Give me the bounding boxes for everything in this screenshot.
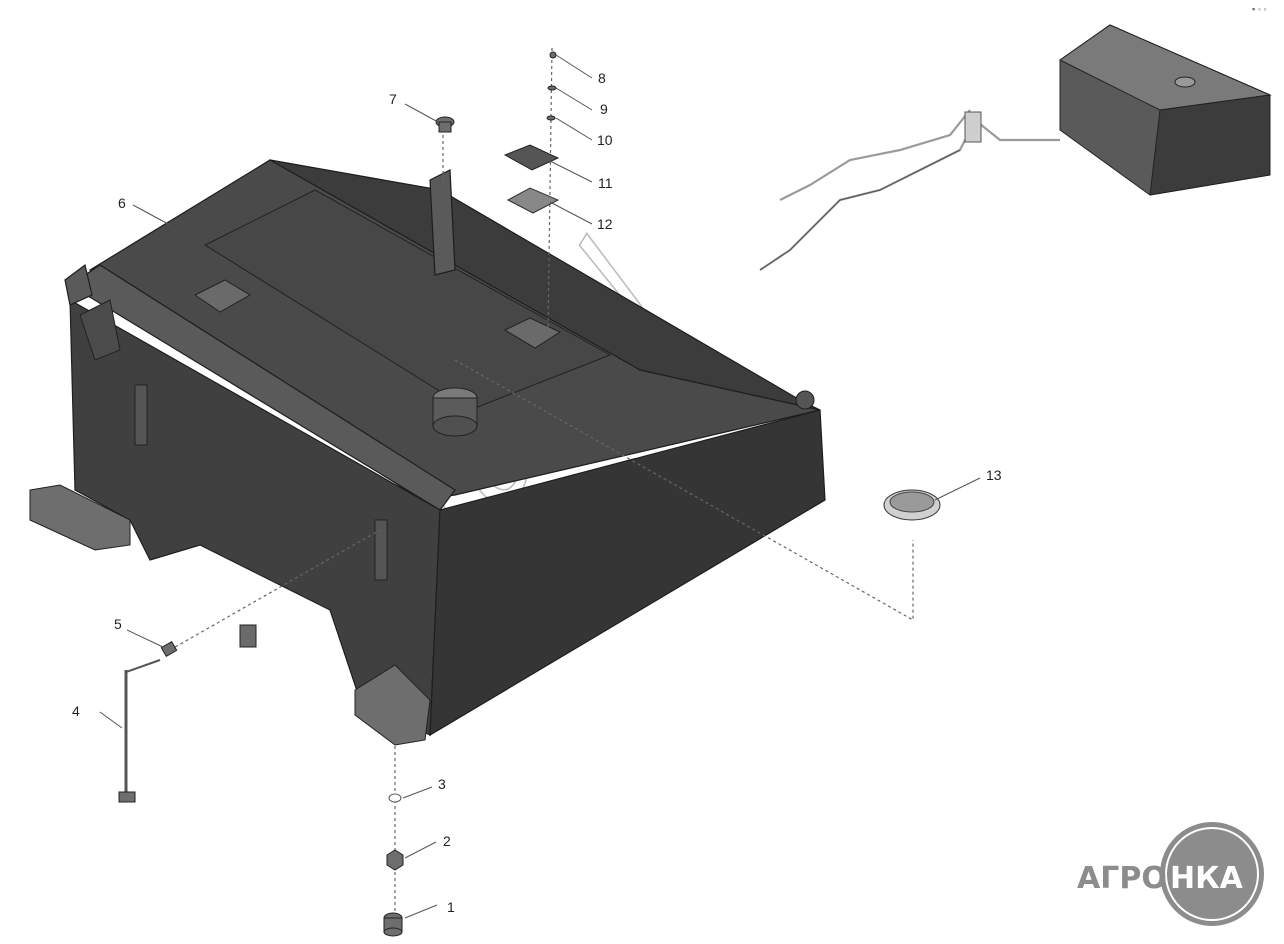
part-7-cap — [435, 116, 455, 133]
part-12-plate — [506, 187, 560, 214]
part-5-fitting — [160, 640, 178, 658]
part-11-gasket — [503, 144, 560, 171]
callout-4: 4 — [72, 703, 80, 719]
callout-2: 2 — [443, 833, 451, 849]
part-8-bolt — [549, 51, 557, 59]
callout-12: 12 — [597, 216, 613, 232]
callout-13: 13 — [986, 467, 1002, 483]
assembly-lines — [169, 47, 914, 930]
logo-circle — [1160, 822, 1264, 926]
part-13-cover — [883, 489, 941, 521]
callout-7: 7 — [389, 91, 397, 107]
agronka-logo: АГРО НКА — [1077, 822, 1264, 926]
inset-overview — [759, 24, 1272, 271]
callout-3: 3 — [438, 776, 446, 792]
callout-5: 5 — [114, 616, 122, 632]
corner-mark: ▪ ◦ ◦ — [1252, 4, 1267, 14]
callout-leaders — [99, 54, 981, 919]
callout-10: 10 — [597, 132, 613, 148]
callout-6: 6 — [118, 195, 126, 211]
callout-11: 11 — [598, 175, 613, 191]
callout-1: 1 — [447, 899, 455, 915]
part-1-plug — [383, 912, 403, 937]
part-9-washer — [547, 85, 557, 91]
callout-labels: 1 2 3 4 5 6 7 8 9 10 11 12 13 — [72, 70, 1002, 915]
logo-text-right: НКА — [1170, 861, 1244, 896]
callout-9: 9 — [600, 101, 608, 117]
part-10-washer — [546, 115, 556, 121]
part-4-gauge — [118, 659, 161, 803]
part-3-seal — [388, 793, 402, 803]
callout-8: 8 — [598, 70, 606, 86]
logo-text-left: АГРО — [1077, 861, 1167, 896]
part-2-nut — [386, 849, 404, 871]
fuel-tank — [29, 159, 826, 746]
